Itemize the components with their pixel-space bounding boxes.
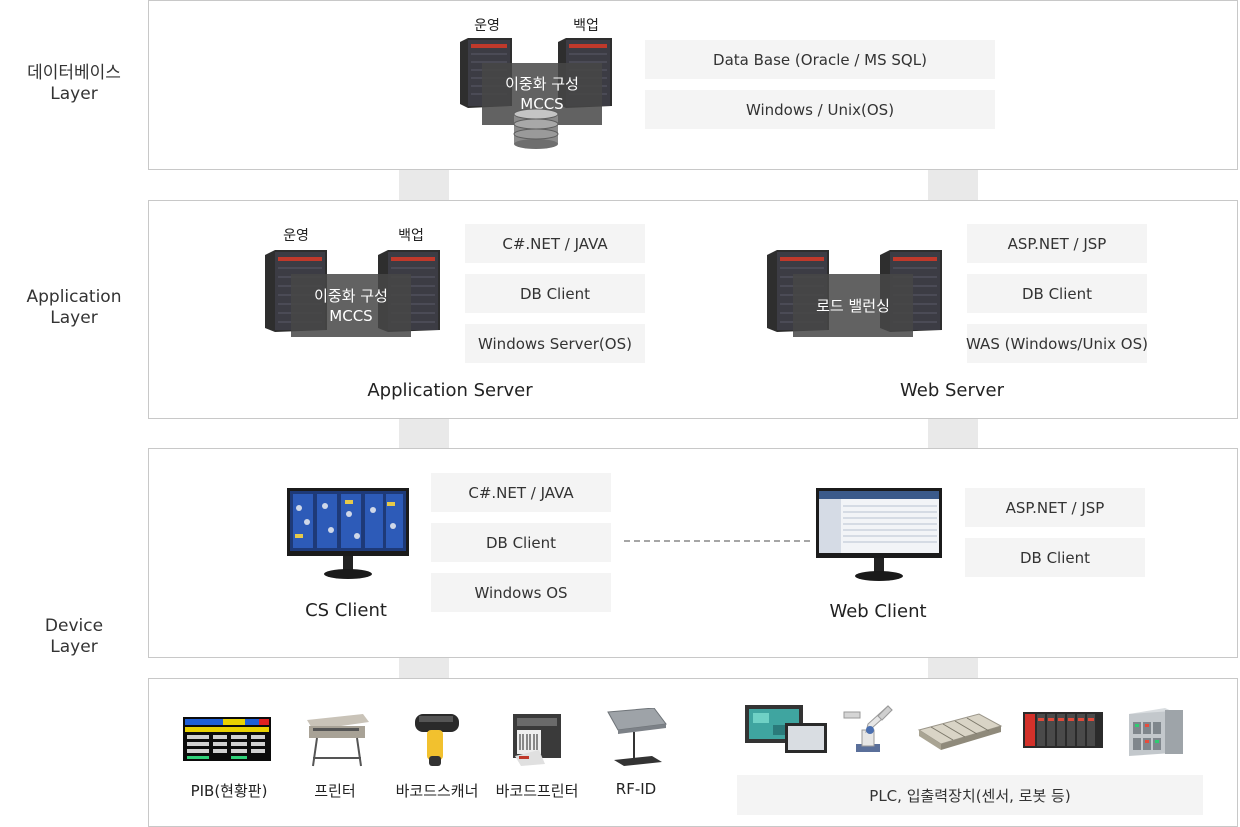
web-load-balancing-overlay: 로드 밸런싱 (793, 274, 913, 337)
app-tag-language: C#.NET / JAVA (465, 224, 645, 263)
web-tag-dbclient: DB Client (967, 274, 1147, 313)
layer-label-line1: Application (26, 287, 122, 307)
overlay-line1: 이중화 구성 (314, 286, 388, 305)
cs-client-monitor-icon (287, 488, 409, 579)
barcode-printer-icon (513, 714, 561, 766)
hmi-panel-icon (745, 705, 827, 753)
device-label-barcode-scanner: 바코드스캐너 (395, 782, 479, 800)
overlay-line1: 이중화 구성 (505, 75, 579, 93)
app-primary-label: 운영 (283, 228, 309, 244)
web-server-title: Web Server (900, 380, 1004, 401)
layer-label-line2: Layer (50, 308, 98, 328)
webclient-tag-language: ASP.NET / JSP (965, 488, 1145, 527)
cs-tag-dbclient: DB Client (431, 523, 611, 562)
layer-label-line1: 데이터베이스 (27, 63, 121, 83)
device-label-pib: PIB(현황판) (190, 782, 268, 800)
app-backup-label: 백업 (398, 228, 424, 244)
app-redundancy-overlay: 이중화 구성 MCCS (291, 274, 411, 337)
overlay-line2: MCCS (329, 306, 373, 325)
layer-label-line2: Layer (50, 84, 98, 104)
cs-tag-language: C#.NET / JAVA (431, 473, 611, 512)
printer-icon (307, 714, 369, 767)
layer-label-line1: Device (44, 616, 104, 636)
barcode-scanner-icon (415, 714, 459, 766)
pib-status-board-icon (183, 717, 271, 761)
layer-label-database: 데이터베이스 Layer (0, 63, 148, 105)
web-tag-was: WAS (Windows/Unix OS) (966, 324, 1148, 363)
conveyor-icon (917, 713, 1003, 750)
db-tag-os: Windows / Unix(OS) (645, 90, 995, 129)
database-layer-panel (148, 0, 1238, 170)
webclient-tag-dbclient: DB Client (965, 538, 1145, 577)
db-backup-label: 백업 (573, 18, 599, 34)
connector-client-equipment-right (928, 657, 978, 678)
web-client-title: Web Client (829, 601, 927, 622)
device-label-rfid: RF-ID (615, 780, 657, 798)
connector-db-app-right (928, 169, 978, 200)
layer-label-line2: Layer (50, 637, 98, 657)
web-tag-language: ASP.NET / JSP (967, 224, 1147, 263)
db-primary-label: 운영 (474, 18, 500, 34)
app-tag-os: Windows Server(OS) (465, 324, 645, 363)
connector-app-device-left (399, 418, 449, 449)
connector-app-device-right (928, 418, 978, 449)
db-tag-database: Data Base (Oracle / MS SQL) (645, 40, 995, 79)
layer-label-application: Application Layer (0, 287, 148, 329)
robot-arm-icon (843, 705, 893, 752)
connector-db-app-left (399, 169, 449, 200)
app-server-title: Application Server (367, 380, 533, 401)
cs-tag-os: Windows OS (431, 573, 611, 612)
app-tag-dbclient: DB Client (465, 274, 645, 313)
client-link-dashed-line (624, 540, 810, 542)
rfid-reader-icon (607, 708, 667, 766)
plc-module-icon (1023, 712, 1103, 748)
database-cylinder-icon (513, 108, 559, 149)
device-label-printer: 프린터 (314, 782, 356, 800)
plc-io-label: PLC, 입출력장치(센서, 로봇 등) (737, 775, 1203, 815)
layer-label-device: Device Layer (0, 616, 148, 658)
connector-client-equipment-left (399, 657, 449, 678)
device-label-barcode-printer: 바코드프린터 (495, 782, 579, 800)
io-cabinet-icon (1129, 708, 1183, 756)
overlay-line2: MCCS (520, 95, 564, 113)
cs-client-title: CS Client (305, 600, 387, 621)
web-client-monitor-icon (816, 488, 942, 581)
